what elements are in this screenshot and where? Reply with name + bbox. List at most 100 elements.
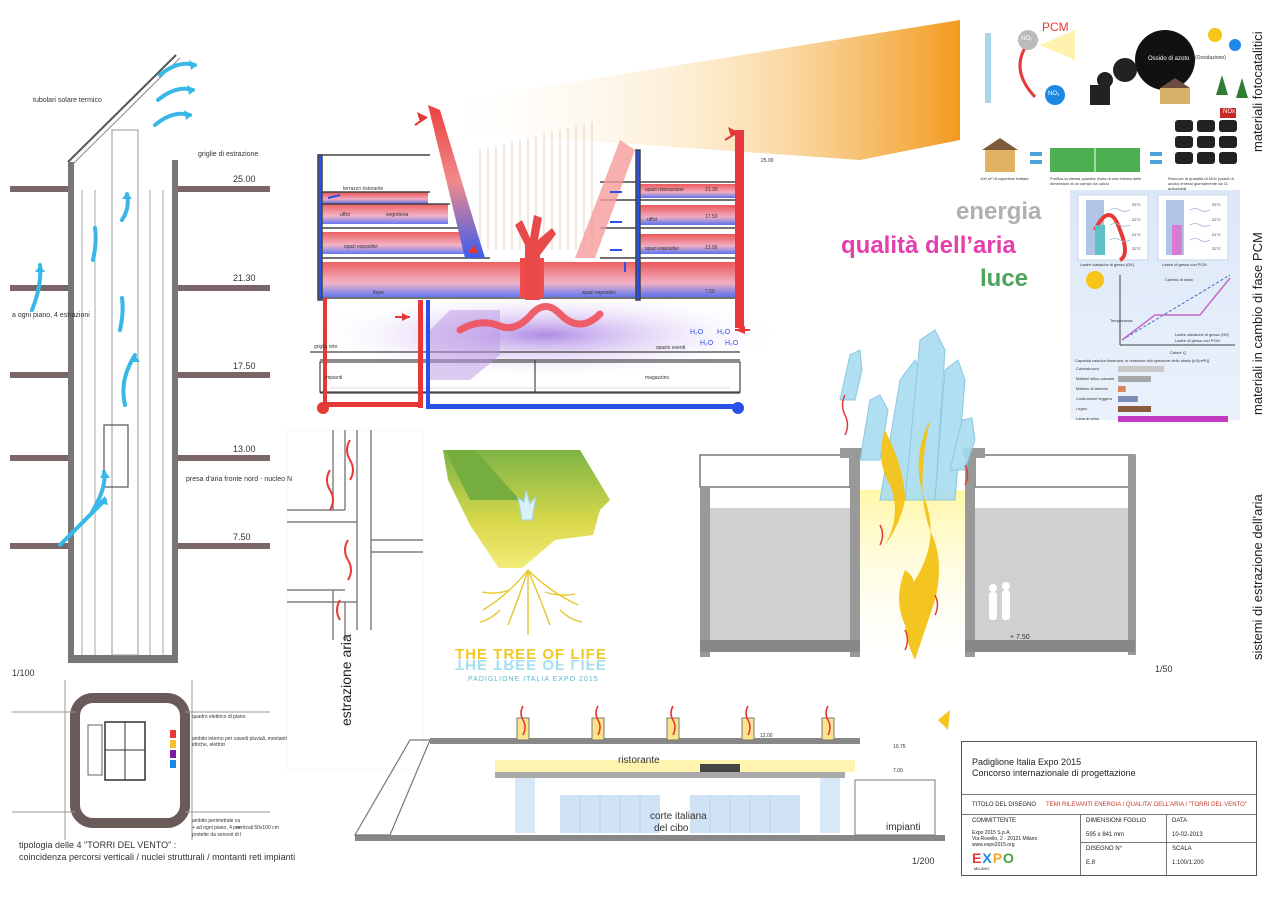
bottom-scale: 1/200 [912, 856, 935, 866]
main-section-drawing [305, 105, 785, 414]
pcm-bar [1118, 376, 1151, 382]
pcm-temp-3: 21°C [1132, 232, 1141, 237]
main-label-plants: impianti [325, 375, 343, 381]
pcm-legend-gk: Lastre classiche di gesso (GK) [1175, 332, 1230, 337]
tower-level-21: 21.30 [233, 273, 256, 283]
tower-section-drawing [10, 54, 270, 663]
pcm-temp-5: 25°C [1212, 202, 1221, 207]
pcm-bars-title: Capacità calorica dinamica, in relazione… [1075, 358, 1210, 363]
caption-field: Purifica la stessa quantità d'aria di un… [1050, 176, 1142, 186]
pcm-bar-label: Mattoni di laterizio [1076, 386, 1109, 391]
bottom-plants: impianti [886, 822, 921, 833]
pcm-bar [1118, 386, 1126, 392]
pcm-temp-8: 22°C [1212, 246, 1221, 251]
pcm-bar-label: Legno [1076, 406, 1088, 411]
pcm-temp-4: 22°C [1132, 246, 1141, 251]
pcm-bar-label: Calcestruzzo [1076, 366, 1100, 371]
tb-drawing-title-label: TITOLO DEL DISEGNO [972, 802, 1037, 808]
pcm-box2-caption: Lastre di gesso con PCM [1162, 262, 1207, 267]
light-section-drawing [699, 329, 1136, 730]
no2-label: NO₂ [1021, 36, 1033, 42]
plan-label-perimeter: ambito perimetrale ca [192, 818, 241, 824]
tower-label-grille: griglie di estrazione [198, 151, 259, 158]
pcm-bar-label: Mattoni silico-calcarei [1076, 376, 1115, 381]
photocatalytic-diagram [982, 28, 1248, 172]
pcm-bar-label: Costruzione leggera [1076, 396, 1112, 401]
pcm-temp-1: 25°C [1132, 202, 1141, 207]
pcm-temp-7: 21°C [1212, 232, 1221, 237]
pcm-legend-pcm: Lastre di gesso con PCM [1175, 338, 1220, 343]
tb-vdiv-1 [1080, 814, 1081, 875]
main-right-level-2: 17.50 [705, 214, 718, 220]
tb-line1: Padiglione Italia Expo 2015 [972, 757, 1082, 767]
tower-level-7: 7.50 [233, 532, 251, 542]
plan-label-inner-shaft: ambito interno per cavedi pluviali, mont… [192, 736, 287, 748]
tb-divider-2 [962, 814, 1256, 815]
main-right-level-3: 13.00 [705, 245, 718, 251]
main-right-level-1: 21.30 [705, 187, 718, 193]
tb-divider-1 [962, 794, 1256, 795]
bottom-level-3: 7.00 [893, 768, 903, 774]
tb-client-name: Expo 2015 S.p.A. [972, 830, 1011, 836]
title-block: Padiglione Italia Expo 2015 Concorso int… [961, 741, 1257, 876]
pcm-bar [1118, 366, 1165, 372]
logo-mirror: THE TREE OF LIFE [455, 656, 607, 673]
logo-title: THE TREE OF LIFE [455, 646, 607, 663]
pcm-bar [1118, 396, 1138, 402]
tower-level-25: 25.00 [233, 174, 256, 184]
main-room-2: uffici [340, 212, 351, 218]
plan-caption-line1: tipologia delle 4 "TORRI DEL VENTO" : [19, 840, 177, 850]
main-right-level-4: 7.50 [705, 289, 715, 295]
tb-sheet-size-value: 595 x 841 mm [1086, 832, 1125, 838]
main-room-4: spazi espositivi [344, 244, 378, 250]
main-room-7: spazi espositivi [645, 246, 679, 252]
oxide-label: Ossido di azoto [1148, 56, 1190, 62]
tb-expo-sub: MILANO [974, 866, 990, 871]
tb-drawing-no-label: DISEGNO N° [1086, 846, 1123, 852]
tb-sheet-size-label: DIMENSIONI FOGLIO [1086, 818, 1147, 824]
pcm-bar [1118, 416, 1228, 422]
pcm-title: PCM [1042, 20, 1069, 34]
main-label-exhibition: spazio eventi [656, 345, 686, 351]
plan-label-each-floor: + ad ogni piano, 4 pre [192, 825, 241, 831]
tb-client-address: Via Rovello, 2 - 20121 Milano [972, 836, 1038, 842]
main-room-9: spazi ristorazione [645, 187, 684, 193]
label-pcm-materials: materiali in cambio di fase PCM [1250, 232, 1265, 415]
pcm-box1-caption: Lastre classiche di gesso (GK) [1080, 262, 1135, 267]
pcm-graph-y: Temperatura [1110, 318, 1133, 323]
pcm-bars [1118, 366, 1228, 422]
main-room-1: terrazzo ristorante [343, 186, 384, 192]
theme-luce: luce [980, 265, 1029, 292]
light-level: + 7.50 [1010, 634, 1030, 641]
tb-line2: Concorso internazionale di progettazione [972, 768, 1136, 778]
tower-plan-drawing [12, 680, 270, 840]
tb-scale-value: 1:100/1:200 [1172, 860, 1204, 866]
main-level-top: 25.00 [761, 158, 774, 164]
h2o-3: H₂O [700, 340, 714, 347]
pcm-bar [1118, 406, 1151, 412]
pcm-temp-2: 22°C [1132, 217, 1141, 222]
tower-level-17: 17.50 [233, 361, 256, 371]
expo-logo-e: E [972, 850, 983, 866]
tower-level-13: 13.00 [233, 444, 256, 454]
tower-label-each-floor: a ogni piano, 4 estrazioni [12, 312, 90, 319]
expo-logo-p: P [992, 850, 1004, 866]
theme-energia: energia [956, 198, 1042, 225]
caption-house: 100 m² di superficie trattata [980, 176, 1029, 181]
pcm-graph-title: Cambio di stato [1165, 277, 1193, 282]
h2o-2: H₂O [717, 329, 731, 336]
bottom-level-2: 10.75 [893, 744, 906, 750]
theme-qualita: qualità dell’aria [841, 232, 1016, 259]
main-label-grille: griglia orto [314, 344, 338, 350]
pcm-panel [1070, 190, 1240, 422]
main-room-8: uffici [647, 217, 658, 223]
expo-logo-o: O [1003, 850, 1015, 866]
bottom-restaurant: ristorante [618, 755, 660, 766]
tb-date-label: DATA [1172, 818, 1188, 824]
plan-label-panel: quadro elettrico di piano [192, 714, 246, 720]
plan-caption-line2: coincidenza percorsi verticali / nuclei … [19, 852, 296, 862]
extraction-air-label: estrazione aria [338, 634, 354, 726]
tb-date-value: 10-02-2013 [1172, 832, 1203, 838]
h2o-4: H₂O [725, 340, 739, 347]
